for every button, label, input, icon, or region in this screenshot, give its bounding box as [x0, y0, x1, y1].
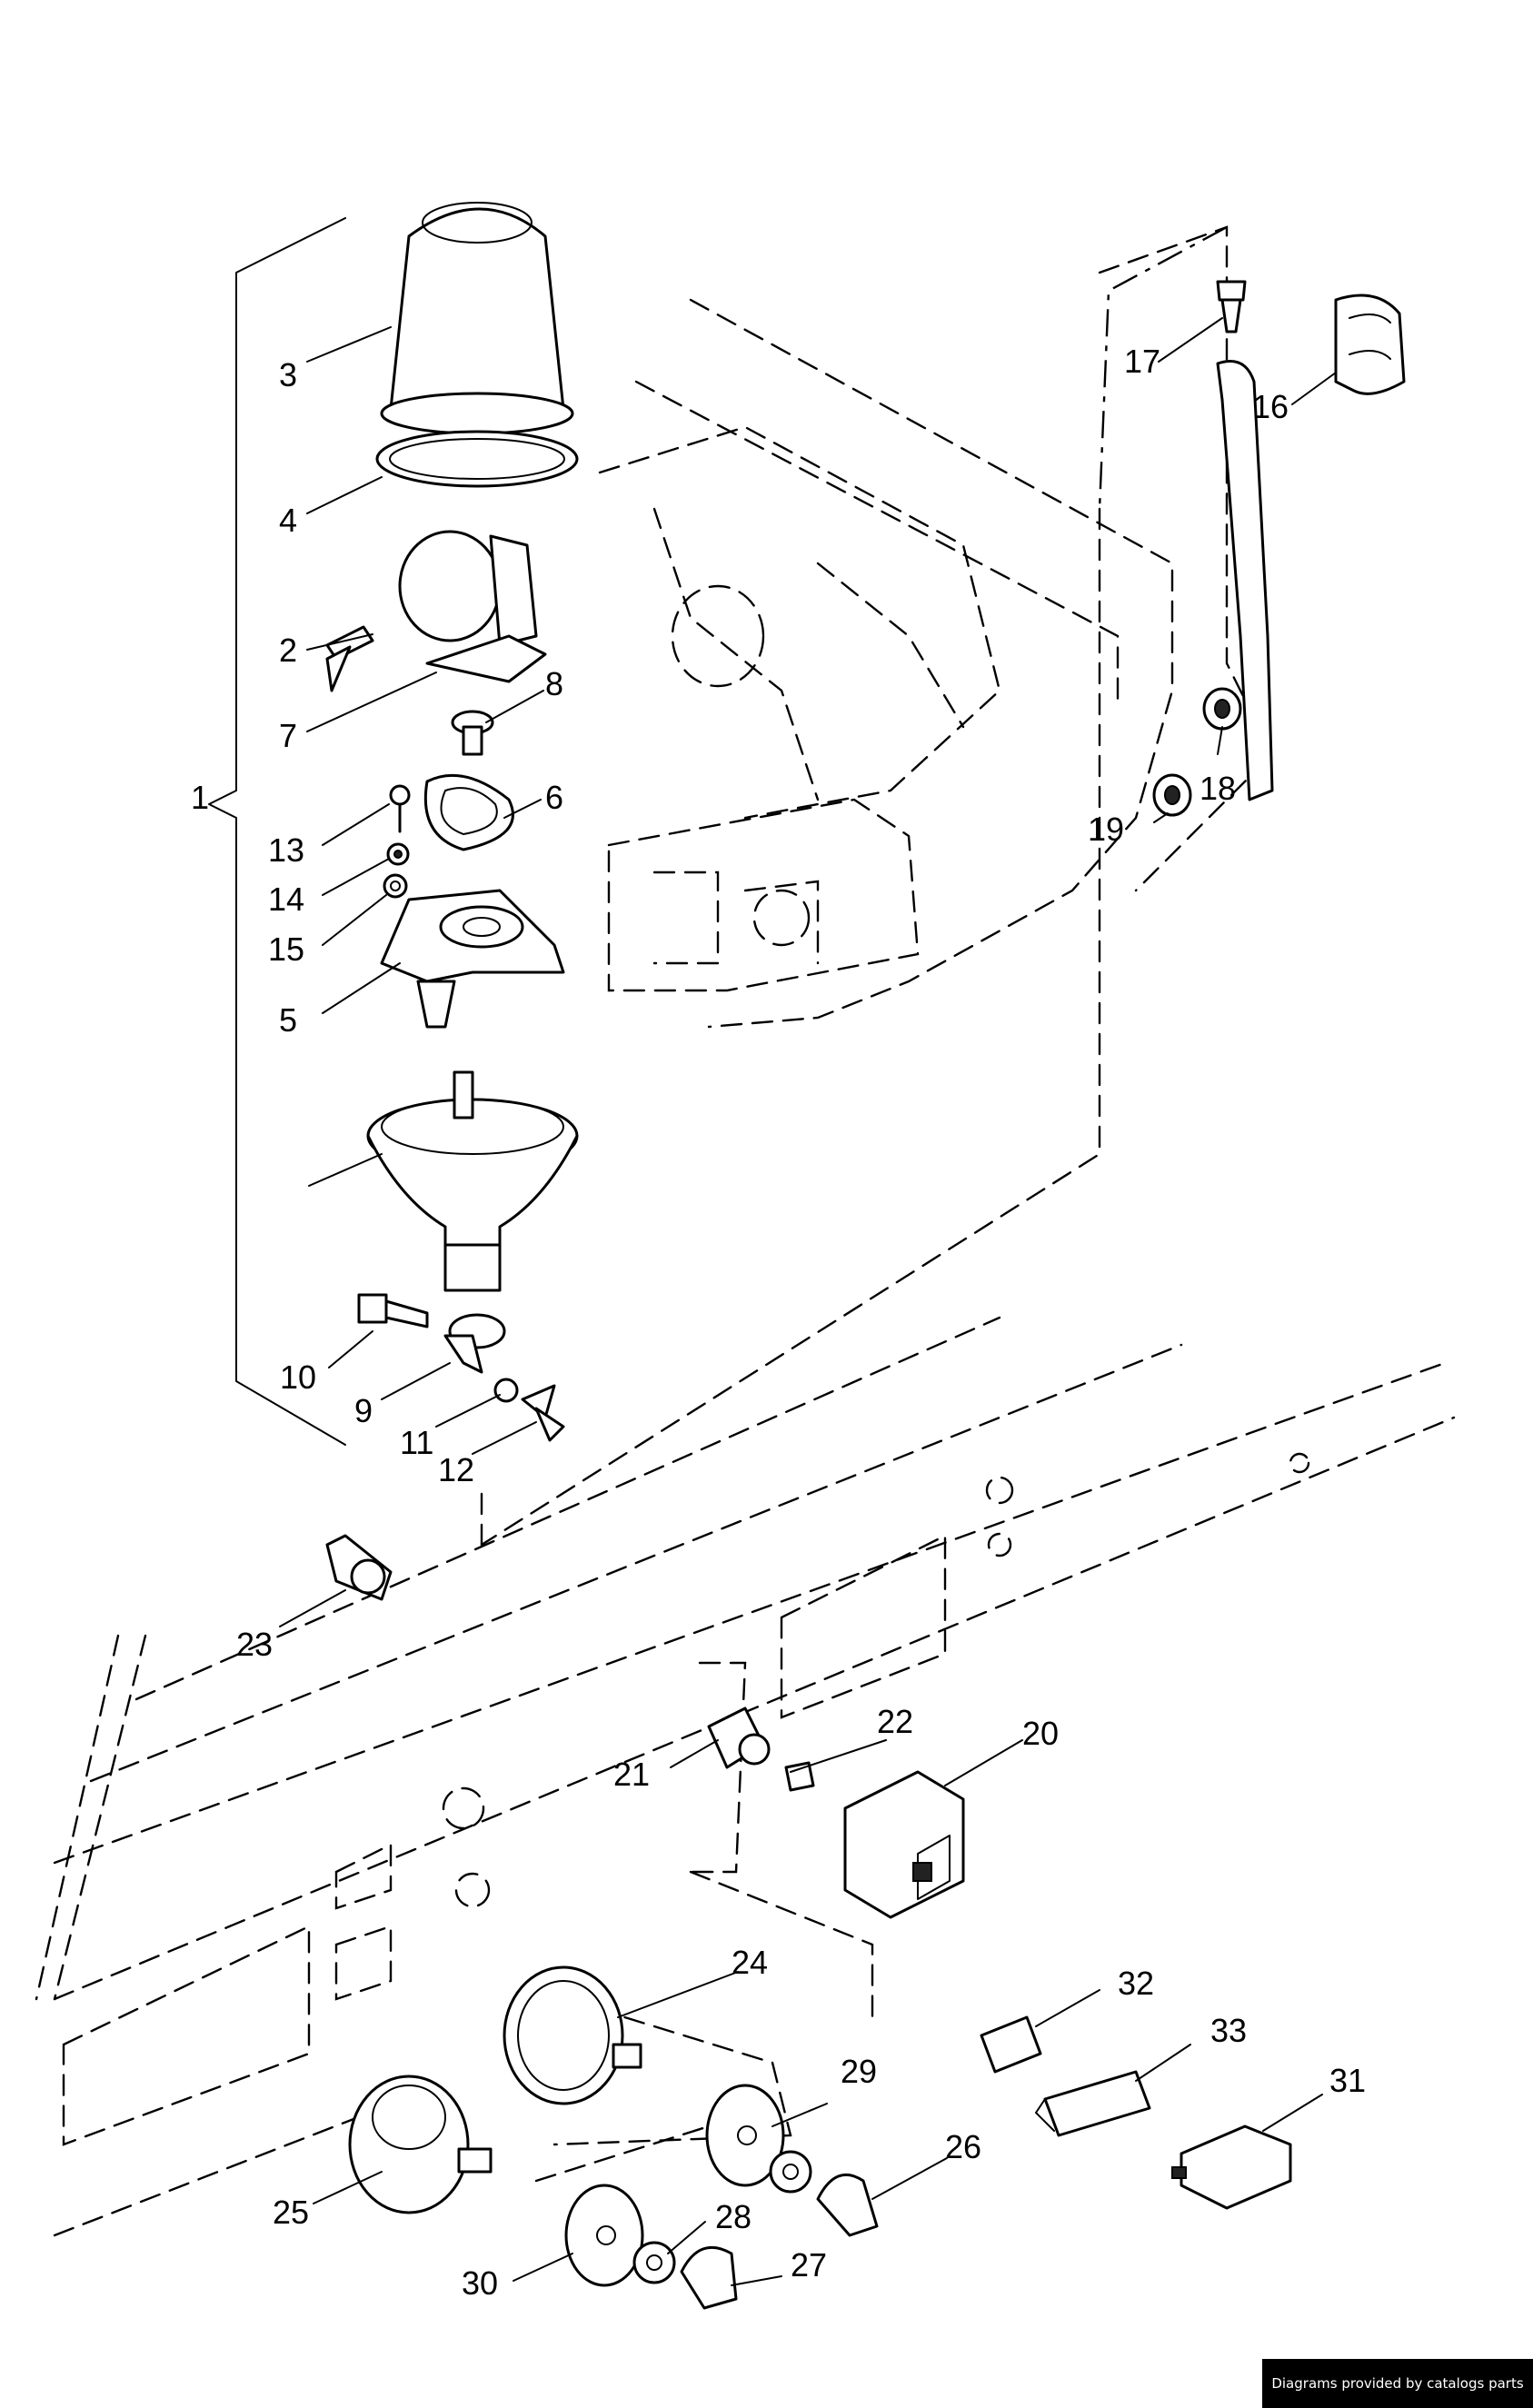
bulb-22	[784, 1761, 815, 1792]
washer-14	[386, 842, 410, 866]
callout-15: 15	[268, 930, 304, 968]
rocker-switch-20	[843, 1770, 965, 1919]
callout-30: 30	[462, 2264, 498, 2302]
callout-16: 16	[1252, 388, 1289, 425]
base-housing	[366, 1070, 579, 1292]
callout-labels: 1 2 3 4 5 6 7 8 9 10 11 12 13 14 15 16 1…	[191, 343, 1366, 2302]
callout-4: 4	[279, 502, 297, 539]
callout-2: 2	[279, 632, 297, 669]
callout-10: 10	[280, 1358, 316, 1396]
callout-32: 32	[1118, 1965, 1154, 2002]
callout-9: 9	[354, 1392, 373, 1429]
switch-31	[1171, 2124, 1292, 2210]
callout-25: 25	[273, 2194, 309, 2231]
callout-19: 19	[1088, 811, 1124, 848]
gasket-6	[423, 773, 514, 851]
callout-18: 18	[1200, 770, 1236, 807]
callout-8: 8	[545, 665, 563, 702]
bolt-8	[451, 710, 494, 756]
callout-17: 17	[1124, 343, 1160, 380]
reflector-assembly	[325, 530, 547, 692]
callout-12: 12	[438, 1451, 474, 1488]
vehicle-frame-outline	[35, 225, 1456, 2237]
callout-7: 7	[279, 717, 297, 754]
beacon-dome	[380, 202, 574, 435]
nut-11	[493, 1378, 519, 1403]
callout-1: 1	[191, 779, 209, 816]
callout-26: 26	[945, 2128, 981, 2165]
callout-28: 28	[715, 2198, 752, 2235]
dial-plate-30	[564, 2184, 644, 2287]
knob-26	[816, 2173, 879, 2237]
wing-nut-12	[521, 1384, 565, 1442]
sensor-23	[325, 1534, 393, 1601]
callout-27: 27	[791, 2246, 827, 2284]
motor-plate	[380, 889, 565, 1029]
leader-lines	[279, 317, 1337, 2286]
nut-28b	[632, 2241, 676, 2284]
callout-21: 21	[613, 1756, 650, 1793]
dial-plate-29	[705, 2084, 785, 2187]
rotary-switch-25	[348, 2075, 493, 2214]
callout-29: 29	[841, 2053, 877, 2090]
callout-24: 24	[732, 1944, 768, 1981]
grommet-19	[1152, 773, 1192, 817]
nut-28a	[769, 2150, 812, 2194]
callout-14: 14	[268, 881, 304, 918]
rotary-switch-24	[503, 1965, 642, 2105]
knob-27	[680, 2245, 738, 2310]
screw-17	[1216, 280, 1247, 333]
callout-22: 22	[877, 1703, 913, 1740]
callout-11: 11	[400, 1424, 433, 1461]
cable-harness	[1216, 360, 1274, 801]
credit-footer: Diagrams provided by catalogs parts	[1262, 2359, 1533, 2408]
grommet-18	[1202, 687, 1242, 731]
callout-20: 20	[1022, 1715, 1059, 1752]
lamp-holder-21	[707, 1706, 771, 1769]
cover-33	[1035, 2070, 1151, 2137]
clamp-9	[443, 1313, 506, 1374]
lamp-guard-16	[1334, 294, 1406, 395]
callout-6: 6	[545, 779, 563, 816]
gasket-ring	[375, 430, 579, 488]
callout-33: 33	[1210, 2012, 1247, 2049]
callout-13: 13	[268, 831, 304, 869]
bolt-10	[357, 1293, 429, 1328]
washer-15	[383, 873, 408, 899]
callout-23: 23	[236, 1626, 273, 1663]
callout-5: 5	[279, 1001, 297, 1039]
cap-32	[980, 2015, 1042, 2074]
callout-31: 31	[1329, 2062, 1366, 2099]
screw-13	[389, 784, 411, 833]
assembly-bracket	[208, 217, 346, 1446]
callout-3: 3	[279, 356, 297, 393]
